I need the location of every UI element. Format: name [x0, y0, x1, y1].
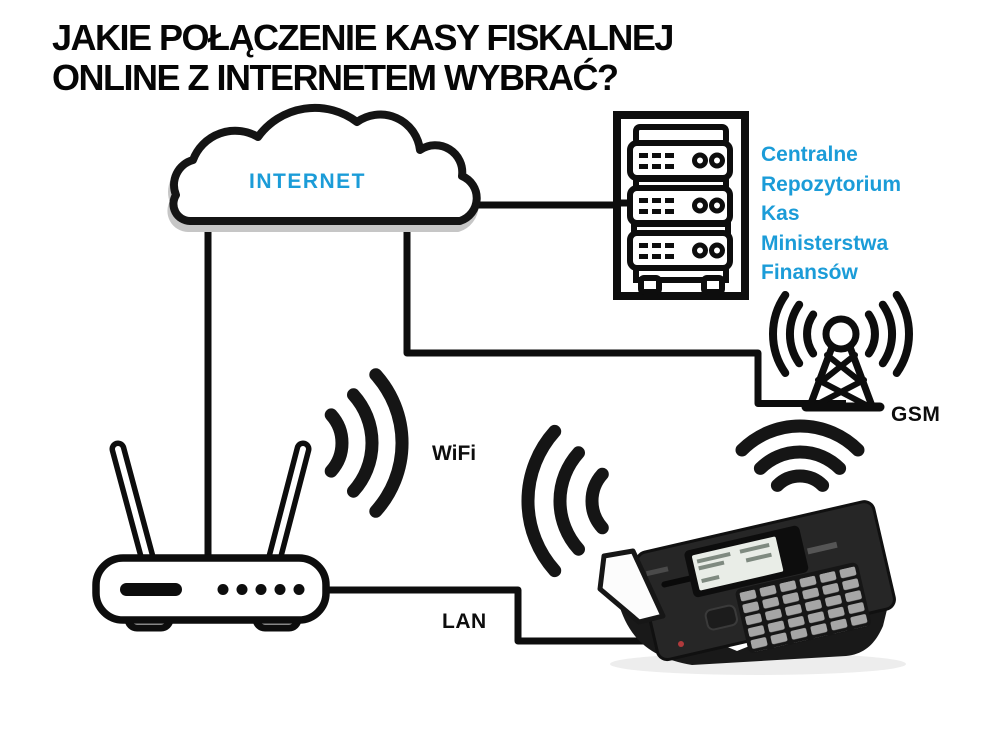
server-rack-icon [613, 111, 749, 300]
router-slot [120, 583, 182, 596]
repository-label-line: Ministerstwa [761, 231, 889, 255]
register-side-panel [597, 548, 666, 625]
server-unit [627, 230, 733, 271]
internet-label: INTERNET [249, 170, 366, 193]
gsm-label: GSM [891, 403, 941, 426]
line-cloud-to-gsm [403, 216, 846, 407]
repository-label: Centralne Repozytorium Kas Ministerstwa … [761, 140, 901, 288]
register-led [678, 641, 684, 647]
wifi-signal-icon [324, 368, 409, 518]
server-vents [639, 153, 674, 259]
line-lan-router-to-register [328, 586, 666, 645]
server-unit [627, 140, 733, 181]
model-mark [806, 541, 838, 555]
lan-label: LAN [442, 610, 487, 633]
cash-register [597, 500, 906, 675]
wifi-label: WiFi [432, 442, 477, 465]
repository-label-line: Centralne [761, 143, 858, 166]
wifi-signal-register-icon [521, 424, 609, 578]
cloud-outline [169, 103, 481, 225]
register-top-deck [635, 500, 896, 662]
page-title: JAKIE POŁĄCZENIE KASY FISKALNEJ ONLINE Z… [52, 17, 674, 98]
display-text-lines [696, 542, 772, 583]
brand-mark [645, 566, 669, 577]
rack-foot [638, 275, 662, 295]
printer-latch [704, 604, 738, 631]
router-body [92, 554, 330, 624]
tower-head [822, 315, 860, 353]
server-ports [692, 152, 725, 259]
internet-cloud-icon [167, 103, 481, 232]
connection-lines [204, 201, 846, 645]
router-leds [217, 584, 305, 595]
title-line-1: JAKIE POŁĄCZENIE KASY FISKALNEJ [52, 17, 674, 58]
tower-lattice [801, 343, 885, 412]
repository-label-line: Finansów [761, 261, 858, 284]
gsm-tower-icon [769, 291, 913, 412]
repository-label-line: Kas [761, 202, 800, 225]
router-antennas [109, 440, 312, 577]
title-line-2: ONLINE Z INTERNETEM WYBRAĆ? [52, 57, 619, 98]
repository-label-line: Repozytorium [761, 172, 902, 196]
rack-foot [701, 275, 725, 295]
keypad-keys [739, 565, 873, 653]
gsm-signal-icon [735, 419, 865, 492]
gsm-tower-waves [769, 291, 913, 377]
router-icon [92, 440, 330, 632]
